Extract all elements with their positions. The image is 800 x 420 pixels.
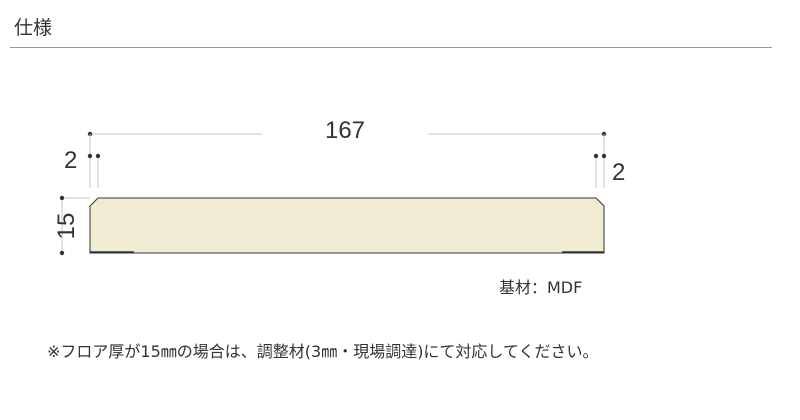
board-cross-section (89, 197, 605, 254)
thickness-dot-bottom (59, 250, 65, 256)
right-bevel-dot-outer (601, 153, 607, 159)
left-bevel-label: 2 (64, 147, 77, 174)
thickness-adjustment-note: ※フロア厚が15㎜の場合は、調整材(3㎜・現場調達)にて対応してください。 (47, 342, 599, 361)
width-dimension-label: 167 (325, 117, 365, 144)
base-material-label: 基材：MDF (499, 278, 583, 297)
thickness-label: 15 (53, 213, 80, 240)
left-bevel-dot-inner (95, 153, 101, 159)
section-divider (10, 47, 772, 48)
thickness-dot-top (59, 195, 65, 201)
left-bevel-dot-outer (87, 153, 93, 159)
section-title: 仕様 (14, 17, 53, 39)
right-bevel-dot-inner (593, 153, 599, 159)
right-bevel-label: 2 (612, 159, 625, 186)
